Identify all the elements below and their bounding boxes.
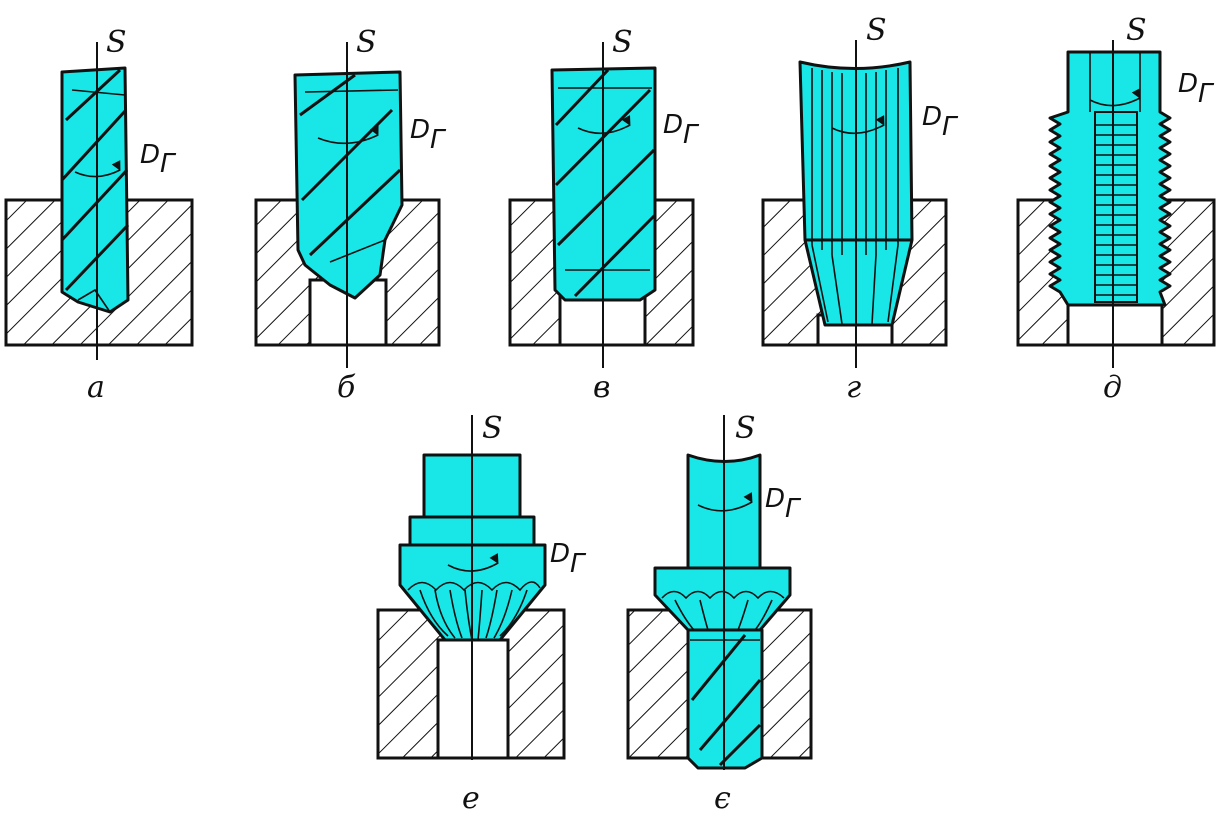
feed-label-v: S <box>612 25 633 60</box>
rotation-arrow-a <box>74 160 121 178</box>
rotation-arrow-g <box>831 115 885 135</box>
feed-label-g: S <box>866 13 887 48</box>
svg-text:Г: Г <box>570 549 587 579</box>
panel-g: S D Г г <box>761 13 959 405</box>
rotation-arrow-v <box>577 115 631 135</box>
panel-caption-g: г <box>846 370 861 405</box>
panel-d: S D Г д <box>1016 13 1216 405</box>
svg-text:Г: Г <box>160 149 177 179</box>
svg-text:D: D <box>765 484 785 514</box>
panel-e: S D Г е <box>376 411 587 816</box>
panel-caption-b: б <box>337 370 356 405</box>
panel-b: S D Г б <box>254 25 447 405</box>
svg-text:Г: Г <box>1198 79 1215 109</box>
rotation-label-a: D Г <box>140 140 177 179</box>
rotation-label-d: D Г <box>1178 69 1215 109</box>
twist-drill-a <box>60 66 130 314</box>
rotation-arrow-e <box>447 553 499 572</box>
feed-label-ye: S <box>735 411 756 446</box>
panel-caption-ye: є <box>714 781 731 816</box>
feed-label-e: S <box>482 411 503 446</box>
svg-text:Г: Г <box>683 120 700 150</box>
svg-text:Г: Г <box>785 494 802 524</box>
svg-text:D: D <box>1178 69 1198 99</box>
feed-label-d: S <box>1126 13 1147 48</box>
feed-label-b: S <box>356 25 377 60</box>
svg-text:D: D <box>550 539 570 569</box>
svg-text:D: D <box>140 140 160 170</box>
panel-v: S D Г в <box>508 25 700 405</box>
svg-text:Г: Г <box>430 125 447 155</box>
svg-text:D: D <box>922 102 942 132</box>
svg-text:D: D <box>410 115 430 145</box>
panel-caption-v: в <box>593 370 610 405</box>
rotation-arrow-ye <box>697 492 753 512</box>
rotation-arrow-d <box>1089 88 1141 107</box>
svg-text:D: D <box>663 110 683 140</box>
panel-ye: S D Г є <box>626 411 813 816</box>
rotation-label-v: D Г <box>663 110 700 150</box>
panel-a: S D Г а <box>4 25 194 405</box>
rotation-label-e: D Г <box>550 539 587 579</box>
svg-text:Г: Г <box>942 112 959 142</box>
panel-caption-e: е <box>462 781 480 816</box>
panel-caption-d: д <box>1103 370 1122 405</box>
rotation-label-g: D Г <box>922 102 959 142</box>
rotation-arrow-b <box>317 125 379 145</box>
feed-label-a: S <box>106 25 127 60</box>
rotation-label-ye: D Г <box>765 484 802 524</box>
panel-caption-a: а <box>87 370 105 405</box>
rotation-label-b: D Г <box>410 115 447 155</box>
tap-d <box>1048 50 1172 307</box>
